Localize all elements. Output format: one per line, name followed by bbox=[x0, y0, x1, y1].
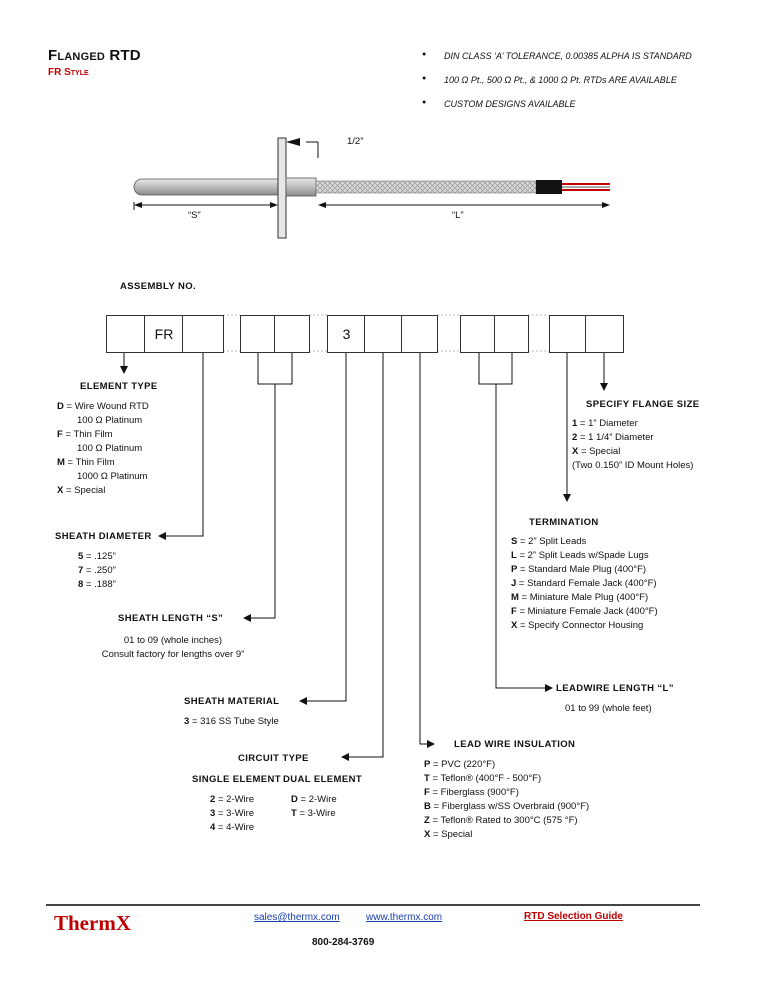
sheath-diameter-options: 5 = .125” 7 = .250” 8 = .188” bbox=[78, 550, 116, 592]
code-box-leadwire-length-2[interactable] bbox=[494, 315, 529, 353]
option-row: X = Special bbox=[57, 485, 106, 496]
option-row: 8 = .188” bbox=[78, 579, 116, 590]
option-row: B = Fiberglass w/SS Overbraid (900°F) bbox=[424, 801, 590, 812]
sheath-shape bbox=[133, 178, 279, 196]
flange-size-options: 1 = 1” Diameter 2 = 1 1/4” Diameter X = … bbox=[572, 417, 693, 473]
code-box-sheath-length-1[interactable] bbox=[240, 315, 276, 353]
code-box-sheath-material: 3 bbox=[327, 315, 366, 353]
sheath-diameter-heading: SHEATH DIAMETER bbox=[55, 531, 152, 542]
assembly-label: ASSEMBLY NO. bbox=[120, 281, 197, 292]
feature-list: DIN CLASS ‘A’ TOLERANCE, 0.00385 ALPHA I… bbox=[422, 51, 692, 123]
single-element-heading: SINGLE ELEMENT bbox=[192, 774, 281, 785]
option-row: T = 3-Wire bbox=[291, 808, 336, 819]
option-row: D = Wire Wound RTD bbox=[57, 401, 149, 412]
circuit-type-heading: CIRCUIT TYPE bbox=[238, 753, 309, 764]
leadwire-length-heading: LEADWIRE LENGTH “L” bbox=[556, 683, 674, 694]
option-row: M = Miniature Male Plug (400°F) bbox=[511, 592, 649, 603]
code-box-circuit-type[interactable] bbox=[364, 315, 403, 353]
code-box-lead-insulation[interactable] bbox=[401, 315, 438, 353]
thermx-logo: ThermX bbox=[54, 911, 131, 935]
element-type-options: D = Wire Wound RTD 100 Ω Platinum F = Th… bbox=[57, 400, 149, 498]
rtd-guide-link[interactable]: RTD Selection Guide bbox=[524, 911, 623, 922]
termination-sleeve bbox=[536, 180, 562, 194]
website-link[interactable]: www.thermx.com bbox=[366, 912, 443, 923]
feature-item: CUSTOM DESIGNS AVAILABLE bbox=[422, 99, 692, 123]
page-title: Flanged RTD bbox=[48, 47, 141, 64]
dual-element-options: D = 2-Wire T = 3-Wire bbox=[291, 793, 337, 821]
phone-number: 800-284-3769 bbox=[312, 937, 375, 948]
option-row: J = Standard Female Jack (400°F) bbox=[511, 578, 657, 589]
element-type-heading: ELEMENT TYPE bbox=[80, 381, 158, 392]
s-dimension-label: “S” bbox=[188, 210, 201, 221]
option-row: M = Thin Film bbox=[57, 457, 115, 468]
option-row: T = Teflon® (400°F - 500°F) bbox=[424, 773, 542, 784]
lead-wire-insulation-heading: LEAD WIRE INSULATION bbox=[454, 739, 576, 750]
option-row: 2 = 1 1/4” Diameter bbox=[572, 432, 654, 443]
option-row: X = Specify Connector Housing bbox=[511, 620, 644, 631]
option-row: P = PVC (220°F) bbox=[424, 759, 496, 770]
flange-size-heading: SPECIFY FLANGE SIZE bbox=[586, 399, 700, 410]
sheath-material-option: 3 = 316 SS Tube Style bbox=[184, 716, 279, 727]
option-row: 1000 Ω Platinum bbox=[77, 471, 148, 482]
single-element-options: 2 = 2-Wire 3 = 3-Wire 4 = 4-Wire bbox=[210, 793, 254, 835]
option-row: 100 Ω Platinum bbox=[77, 443, 143, 454]
option-row: X = Special bbox=[424, 829, 473, 840]
email-link[interactable]: sales@thermx.com bbox=[254, 912, 340, 923]
code-box-termination[interactable] bbox=[549, 315, 587, 353]
code-box-sheath-diameter[interactable] bbox=[182, 315, 224, 353]
feature-item: DIN CLASS ‘A’ TOLERANCE, 0.00385 ALPHA I… bbox=[422, 51, 692, 75]
code-box-leadwire-length-1[interactable] bbox=[460, 315, 496, 353]
termination-heading: TERMINATION bbox=[529, 517, 599, 528]
termination-options: S = 2” Split Leads L = 2” Split Leads w/… bbox=[511, 535, 658, 633]
option-row: 5 = .125” bbox=[78, 551, 116, 562]
option-row: X = Special bbox=[572, 446, 621, 457]
l-dimension-label: “L” bbox=[452, 210, 464, 221]
info-line: Consult factory for lengths over 9” bbox=[101, 649, 245, 660]
option-row: D = 2-Wire bbox=[291, 794, 337, 805]
option-row: P = Standard Male Plug (400°F) bbox=[511, 564, 647, 575]
option-row: L = 2” Split Leads w/Spade Lugs bbox=[511, 550, 649, 561]
sheath-length-heading: SHEATH LENGTH “S” bbox=[118, 613, 224, 624]
option-row: 3 = 3-Wire bbox=[210, 808, 255, 819]
option-row: 7 = .250” bbox=[78, 565, 116, 576]
option-row: 1 = 1” Diameter bbox=[572, 418, 638, 429]
page-subtitle: FR Style bbox=[48, 67, 89, 78]
lead-wire-insulation-options: P = PVC (220°F) T = Teflon® (400°F - 500… bbox=[424, 758, 589, 842]
rtd-drawing bbox=[133, 137, 610, 239]
option-row: 2 = 2-Wire bbox=[210, 794, 255, 805]
sheath-material-heading: SHEATH MATERIAL bbox=[184, 696, 280, 707]
code-box-element-type[interactable] bbox=[106, 315, 146, 353]
code-box-flange-size[interactable] bbox=[585, 315, 624, 353]
flange-thickness-label: 1/2” bbox=[347, 136, 364, 147]
sheath-length-info: 01 to 09 (whole inches) Consult factory … bbox=[88, 634, 258, 662]
leadwire-length-info: 01 to 99 (whole feet) bbox=[565, 703, 652, 714]
info-line: 01 to 09 (whole inches) bbox=[123, 635, 223, 646]
option-row: Z = Teflon® Rated to 300°C (575 °F) bbox=[424, 815, 578, 826]
dual-element-heading: DUAL ELEMENT bbox=[283, 774, 363, 785]
option-row: 4 = 4-Wire bbox=[210, 822, 255, 833]
code-box-sheath-length-2[interactable] bbox=[274, 315, 310, 353]
footer-divider bbox=[46, 904, 700, 906]
code-box-fr: FR bbox=[144, 315, 184, 353]
option-row: S = 2” Split Leads bbox=[511, 536, 587, 547]
option-row: 100 Ω Platinum bbox=[77, 415, 143, 426]
option-row: F = Fiberglass (900°F) bbox=[424, 787, 519, 798]
option-row: (Two 0.150” ID Mount Holes) bbox=[572, 460, 694, 471]
option-row: F = Thin Film bbox=[57, 429, 113, 440]
option-row: F = Miniature Female Jack (400°F) bbox=[511, 606, 658, 617]
feature-item: 100 Ω Pt., 500 Ω Pt., & 1000 Ω Pt. RTDs … bbox=[422, 75, 692, 99]
